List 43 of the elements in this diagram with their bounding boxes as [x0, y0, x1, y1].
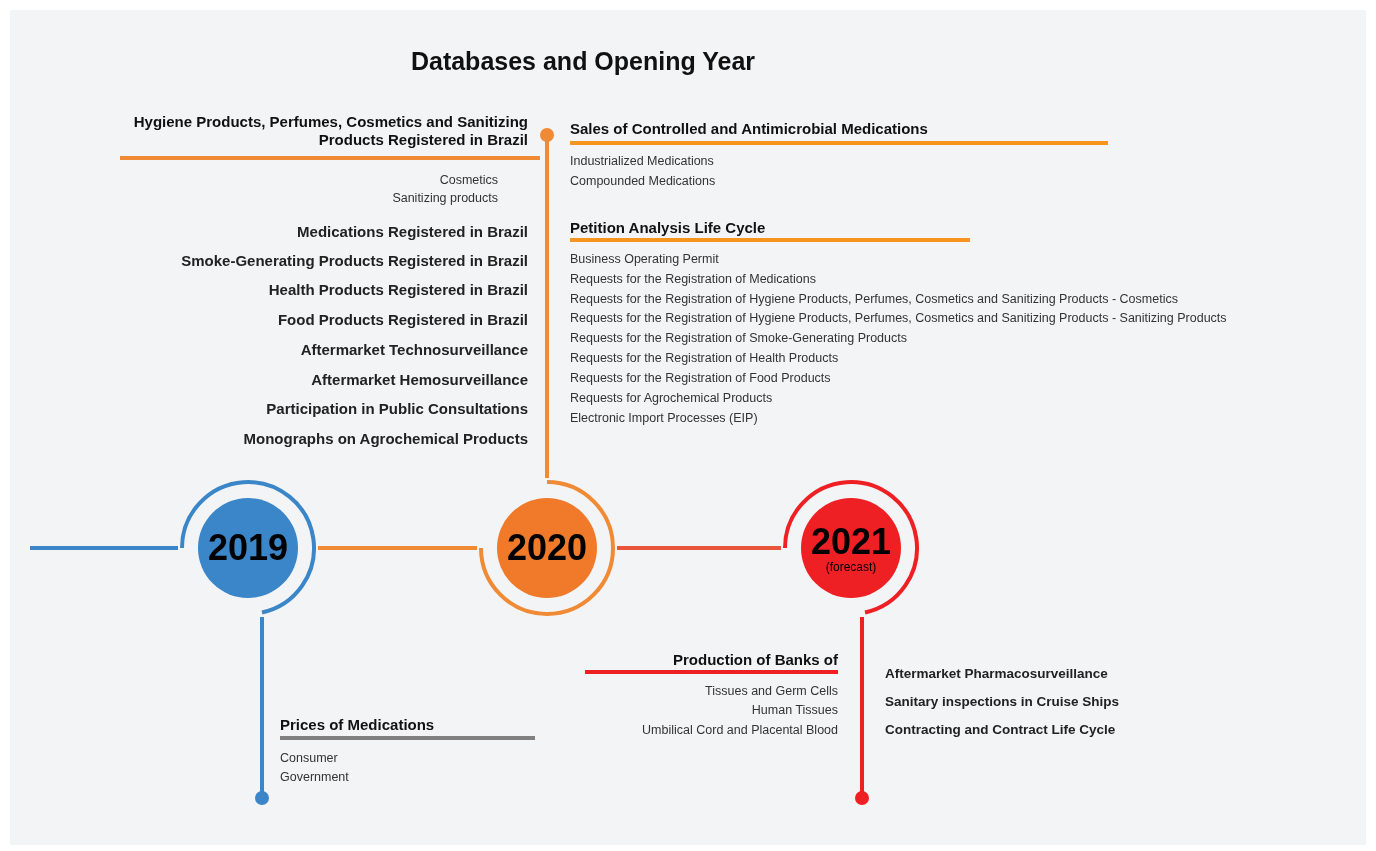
section-heading: Production of Banks of — [673, 651, 838, 669]
list-item: Government — [280, 769, 349, 786]
year-label: 2019 — [207, 529, 289, 567]
list-item: Health Products Registered in Brazil — [268, 281, 528, 299]
list-item: Requests for the Registration of Health Products — [570, 350, 839, 367]
year-label: 2020 — [506, 529, 588, 567]
list-item: Requests for the Registration of Hygiene Products, Perfumes, Cosmetics and Sanitizing Products - Sanitizing Products — [570, 310, 1227, 327]
list-item: Requests for the Registration of Medications — [570, 271, 816, 288]
list-item: Medications Registered in Brazil — [297, 223, 528, 241]
list-item: Contracting and Contract Life Cycle — [885, 721, 1116, 739]
list-item: Tissues and Germ Cells — [705, 683, 838, 700]
list-item: Requests for Agrochemical Products — [570, 390, 773, 407]
year-label: 2021 — [810, 522, 892, 561]
section-heading: Sales of Controlled and Antimicrobial Medications — [570, 120, 928, 138]
list-item: Compounded Medications — [570, 173, 716, 190]
list-item: Industrialized Medications — [570, 153, 714, 170]
timeline-line — [30, 546, 178, 550]
list-item: Cosmetics — [439, 172, 498, 189]
year-circle — [477, 478, 617, 618]
list-item: Sanitary inspections in Cruise Ships — [885, 693, 1120, 711]
list-item: Umbilical Cord and Placental Blood — [642, 722, 838, 739]
list-item: Human Tissues — [751, 702, 838, 719]
list-item: Requests for the Registration of Hygiene Products, Perfumes, Cosmetics and Sanitizing Products - Cosmetics — [570, 291, 1178, 308]
forecast-note: (forecast) — [825, 560, 877, 574]
list-item: Business Operating Permit — [570, 251, 719, 268]
list-item: Aftermarket Hemosurveillance — [311, 371, 528, 389]
timeline-line — [617, 546, 781, 550]
section-heading: Prices of Medications — [280, 716, 435, 734]
list-item: Aftermarket Pharmacosurveillance — [885, 665, 1108, 683]
list-item: Monographs on Agrochemical Products — [243, 430, 528, 448]
list-item: Aftermarket Technosurveillance — [300, 341, 528, 359]
diagram-title: Databases and Opening Year — [409, 46, 757, 76]
list-item: Smoke-Generating Products Registered in Brazil — [181, 252, 528, 270]
list-item: Food Products Registered in Brazil — [277, 311, 528, 329]
timeline-line — [318, 546, 477, 550]
list-item: Sanitizing products — [392, 190, 498, 207]
section-heading: Hygiene Products, Perfumes, Cosmetics and Sanitizing Products Registered in Brazil — [132, 113, 528, 149]
list-item: Requests for the Registration of Food Products — [570, 370, 831, 387]
list-item: Electronic Import Processes (EIP) — [570, 410, 758, 427]
list-item: Participation in Public Consultations — [266, 400, 528, 418]
list-item: Requests for the Registration of Smoke-Generating Products — [570, 330, 907, 347]
list-item: Consumer — [280, 750, 338, 767]
section-heading: Petition Analysis Life Cycle — [570, 219, 766, 237]
